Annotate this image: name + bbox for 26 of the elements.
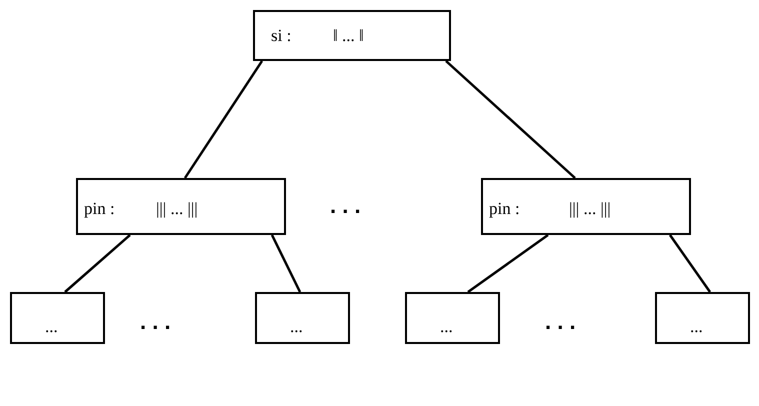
node-entries-text: ||| ... ||| bbox=[569, 200, 611, 217]
leaf-node-box bbox=[10, 292, 105, 344]
connector-line bbox=[184, 60, 264, 179]
leaf-node-box bbox=[405, 292, 500, 344]
node-entries-text: ‖ ... ‖ bbox=[333, 27, 364, 44]
node-key-label: pin : bbox=[489, 200, 520, 217]
node-text: ... bbox=[290, 318, 303, 335]
connector-line bbox=[668, 234, 712, 293]
node-key-label: pin : bbox=[84, 200, 115, 217]
ellipsis-dots: . . . bbox=[545, 309, 576, 335]
ellipsis-dots: . . . bbox=[140, 309, 171, 335]
tree-node-box bbox=[481, 178, 691, 235]
tree-node-box bbox=[76, 178, 286, 235]
leaf-node-box bbox=[255, 292, 350, 344]
node-text: ... bbox=[440, 318, 453, 335]
node-key-label: si : bbox=[271, 27, 292, 44]
leaf-node-box bbox=[655, 292, 750, 344]
connector-line bbox=[270, 234, 302, 293]
node-text: ... bbox=[690, 318, 703, 335]
connector-line bbox=[445, 60, 576, 179]
node-text: ... bbox=[45, 318, 58, 335]
node-entries-text: ||| ... ||| bbox=[156, 200, 198, 217]
tree-node-box bbox=[253, 10, 451, 61]
ellipsis-dots: . . . bbox=[330, 193, 361, 219]
connector-line bbox=[467, 234, 549, 294]
connector-line bbox=[64, 234, 131, 293]
